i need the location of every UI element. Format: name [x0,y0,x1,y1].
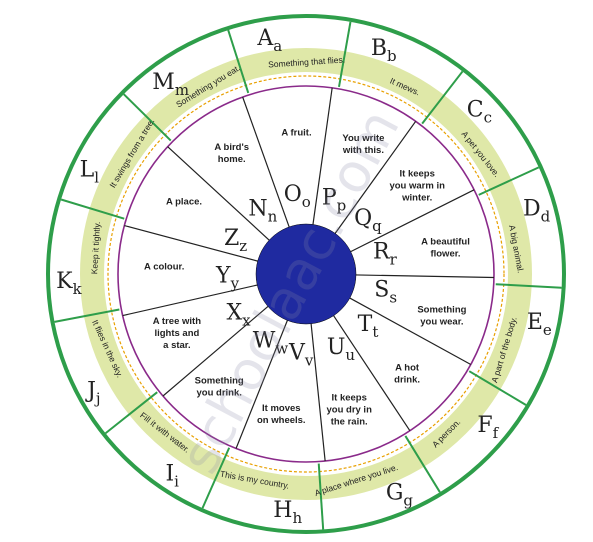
inner-letter: Pp [322,185,346,214]
outer-letter: Bb [371,36,397,65]
center-hub [255,223,357,325]
outer-letter: Gg [386,481,414,510]
outer-letter: Ll [80,158,100,187]
outer-divider [227,29,250,94]
outer-letter: Ii [165,461,179,490]
inner-letter: Yy [215,264,240,293]
spokes [54,21,562,530]
inner-letter: Xx [226,301,251,330]
outer-letter: Jj [85,379,100,408]
outer-letter: Ee [527,310,552,339]
outer-divider [338,21,352,88]
outer-letter: Kk [56,269,82,298]
inner-clue: A place. [166,196,202,207]
inner-spoke [162,305,269,397]
outer-band-dash [107,75,505,473]
inner-letter: Oo [284,182,311,211]
outer-divider [317,463,325,530]
inner-letter: Uu [327,335,356,364]
inner-spoke [350,189,475,253]
outer-divider [60,198,125,220]
inner-spoke [167,146,270,241]
inner-letter: Qq [354,206,382,235]
inner-spoke [312,87,333,225]
inner-letter: Tt [358,312,379,341]
outer-divider [104,391,158,435]
outer-letter: Hh [273,498,302,527]
outer-letter: Mm [152,70,189,99]
inner-spoke [242,96,290,228]
inner-spoke [355,274,494,279]
inner-letter: Ww [253,328,289,357]
outer-divider [468,370,527,406]
inner-spoke [124,225,258,262]
inner-letter: Nn [248,197,277,226]
inner-spoke [235,320,288,449]
outer-divider [404,435,441,493]
inner-spoke [334,120,417,234]
inner-letter: Zz [224,226,247,255]
inner-spoke [349,297,472,366]
outer-divider [54,308,120,323]
outer-divider [421,70,464,125]
inner-spoke [333,315,411,432]
inner-spoke [310,323,326,462]
inner-clue: A colour. [144,261,184,272]
outer-letter: Ff [477,413,499,442]
inner-clue: A fruit. [281,127,311,138]
outer-divider [495,283,562,289]
outer-divider [123,93,172,142]
outer-divider [478,166,540,196]
outer-clue: Keep it tightly. [89,221,102,274]
outer-letter: Aa [256,26,282,55]
outer-letter: Cc [467,97,492,126]
inner-letter: Ss [374,278,397,307]
outer-divider [201,447,231,509]
inner-letter: Rr [373,239,398,268]
outer-band [80,48,532,500]
inner-letter: Vv [288,341,314,370]
inner-spoke [122,284,258,317]
outer-letter: Dd [523,196,551,225]
